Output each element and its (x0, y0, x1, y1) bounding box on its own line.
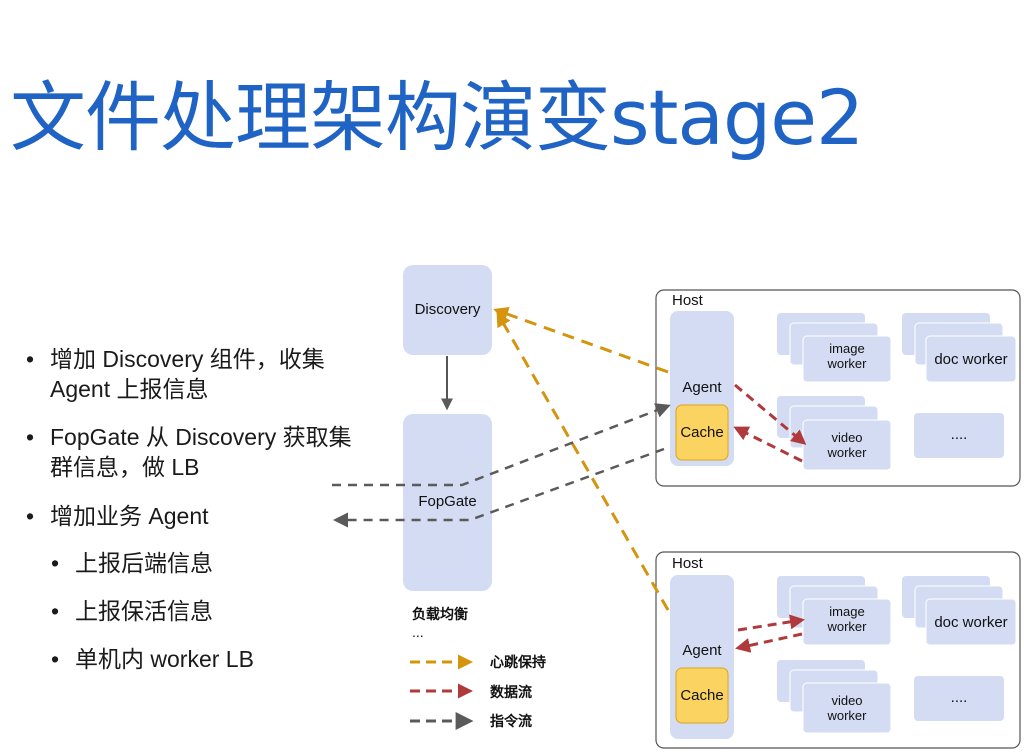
host-2-cache-box (675, 667, 729, 724)
data-arrow-agent-to-video (734, 383, 807, 445)
bullet-2-line2: 群信息，做 LB (50, 454, 200, 480)
bullet-dot-icon: • (26, 346, 35, 372)
bullet-6: • 单机内 worker LB (51, 644, 254, 674)
host-2-label: Host (672, 555, 703, 572)
host-2-video-worker-box (802, 682, 892, 734)
heartbeat-arrow-host1 (493, 307, 669, 374)
bullet-dot-icon: • (26, 424, 35, 450)
host-2-doc-worker-box (925, 598, 1017, 646)
bullet-1-line2: Agent 上报信息 (50, 376, 209, 402)
slide-title: 文件处理架构演变stage2 (10, 73, 864, 162)
host-2-image-worker-label: image worker (827, 604, 867, 634)
bullet-3: • 增加业务 Agent (26, 501, 209, 531)
bullet-dot-icon: • (51, 598, 60, 624)
bullet-dot-icon: • (51, 646, 60, 672)
discovery-label: Discovery (414, 301, 481, 318)
fopgate-box (403, 414, 492, 591)
bullet-1: • 增加 Discovery 组件，收集 Agent 上报信息 (26, 344, 325, 404)
host-2-agent-label: Agent (682, 642, 722, 659)
bullet-5-line1: 上报保活信息 (75, 598, 213, 624)
host-1-video-worker-label: video worker (827, 430, 867, 460)
lb-ellipsis: ... (412, 624, 424, 640)
data-arrow-image-to-agent (735, 632, 803, 653)
host-1-image-worker-label: image worker (827, 341, 867, 371)
legend-data-label: 数据流 (490, 684, 532, 700)
host-2-cache-label: Cache (680, 687, 724, 704)
host-1-more-box (914, 413, 1004, 458)
host-2-doc-worker-label: doc worker (934, 614, 1008, 631)
bullet-6-line1: 单机内 worker LB (75, 646, 254, 672)
bullet-5: • 上报保活信息 (51, 596, 213, 626)
host-1-cache-box (675, 404, 729, 461)
bullet-dot-icon: • (51, 550, 60, 576)
discovery-box (403, 265, 492, 355)
lb-note: 负载均衡 (412, 606, 468, 622)
host-1-label: Host (672, 292, 703, 309)
command-arrow-to-host1 (332, 403, 671, 487)
bullet-4-line1: 上报后端信息 (75, 550, 213, 576)
bullet-2-line1: FopGate 从 Discovery 获取集 (50, 424, 352, 450)
bullet-2: • FopGate 从 Discovery 获取集 群信息，做 LB (26, 422, 352, 482)
host-1-video-worker-box (802, 419, 892, 471)
command-arrow-to-client (333, 447, 665, 528)
host-1-more-label: .... (950, 426, 968, 443)
host-1-doc-worker-label: doc worker (934, 351, 1008, 368)
legend-heartbeat-label: 心跳保持 (490, 654, 546, 670)
host-1-cache-label: Cache (680, 424, 724, 441)
host-1-doc-worker-box (925, 335, 1017, 383)
data-arrow-video-to-cache (733, 426, 803, 463)
host-2-more-box (914, 676, 1004, 721)
data-arrow-agent-to-image (737, 614, 805, 632)
bullet-4: • 上报后端信息 (51, 548, 213, 578)
host-2-video-worker-label: video worker (827, 693, 867, 723)
host-2-more-label: .... (950, 689, 968, 706)
host-1-image-worker-box (802, 335, 892, 383)
heartbeat-arrow-host2 (496, 311, 670, 611)
bullet-1-line1: 增加 Discovery 组件，收集 (50, 346, 325, 372)
bullet-dot-icon: • (26, 503, 35, 529)
host-1-agent-label: Agent (682, 379, 722, 396)
legend-command-label: 指令流 (490, 713, 532, 729)
bullet-3-line1: 增加业务 Agent (50, 503, 209, 529)
fopgate-label: FopGate (418, 493, 477, 510)
